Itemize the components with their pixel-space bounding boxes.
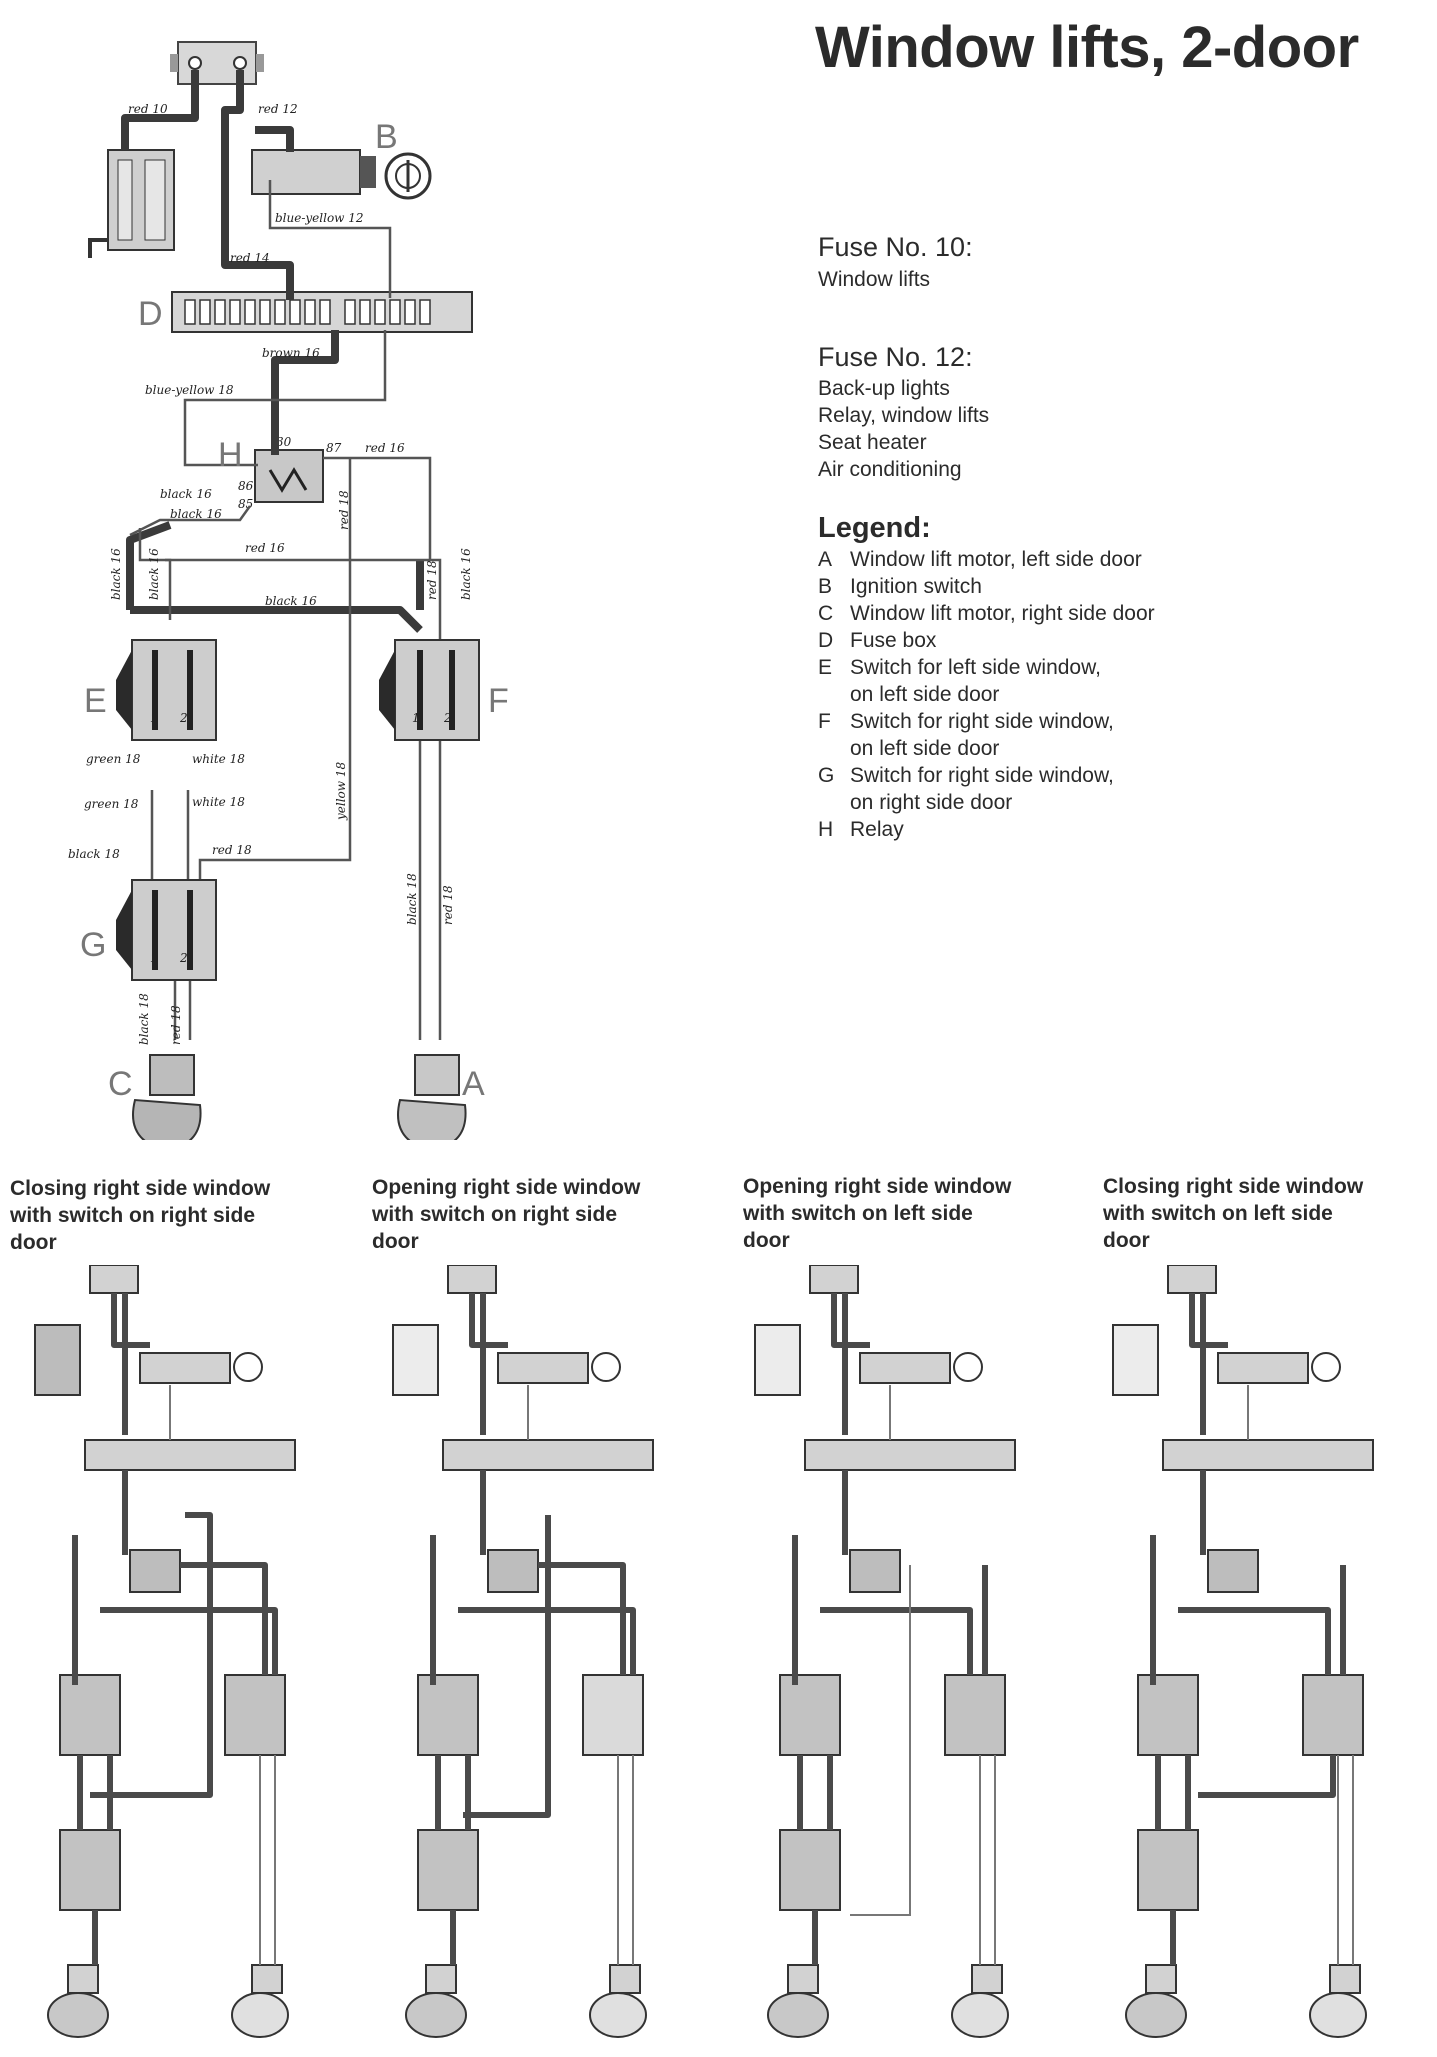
wire-label: blue-yellow 12 (275, 211, 364, 225)
switch-pin: 1 (150, 951, 158, 965)
wire-label: red 16 (365, 441, 405, 455)
wire-label: red 18 (441, 885, 455, 925)
label-e: E (84, 682, 107, 720)
wire-label: red 14 (230, 251, 270, 265)
fuse-12-item: Relay, window lifts (818, 404, 990, 427)
wire-label: black 18 (68, 847, 120, 861)
label-b: B (375, 118, 398, 156)
fuse-10-heading: Fuse No. 10: (818, 232, 973, 262)
fuse-12-item: Back-up lights (818, 377, 950, 400)
legend-entry-cont: on left side door (850, 683, 1000, 706)
switch-pin: 1 (412, 711, 420, 725)
motor-left-door (397, 1054, 467, 1140)
scenario-caption: Opening right side window with switch on… (372, 1176, 641, 1253)
wire-label: brown 16 (262, 346, 320, 360)
wire-label: black 16 (109, 548, 123, 600)
wire-label: black 16 (160, 487, 212, 501)
fuse-10-item: Window lifts (818, 268, 931, 291)
wire-label: black 18 (137, 993, 151, 1045)
terminal-block (170, 41, 264, 85)
relay: 30 87 86 85 (238, 435, 342, 511)
wire-label: black 16 (170, 507, 222, 521)
wire-label: white 18 (192, 752, 245, 766)
scenario-diagram (754, 1265, 1016, 2038)
label-c: C (108, 1065, 133, 1103)
switch-right-window-right-door: 1 2 (116, 879, 217, 981)
relay-terminal-30: 30 (276, 435, 292, 449)
switch-pin: 2 (443, 711, 452, 725)
scenario-caption: Closing right side window with switch on… (1103, 1175, 1364, 1252)
wire-label: green 18 (84, 797, 139, 811)
scenario-diagram (1112, 1265, 1374, 2038)
legend-entry-cont: on right side door (850, 791, 1013, 814)
wire-label: yellow 18 (334, 761, 348, 821)
label-g: G (80, 926, 106, 964)
fuse-box (171, 291, 473, 333)
wire-label: black 16 (459, 548, 473, 600)
fuse-12-item: Seat heater (818, 431, 927, 454)
scenario-diagram (392, 1265, 654, 2038)
wire-label: white 18 (192, 795, 245, 809)
fuse-12-heading: Fuse No. 12: (818, 342, 973, 372)
switch-left-window-left-door: 1 2 (116, 639, 217, 741)
legend-heading: Legend: (818, 512, 931, 544)
scenario-caption: Opening right side window with switch on… (743, 1175, 1012, 1252)
motor-right-door (132, 1054, 202, 1140)
wire-label: red 18 (425, 560, 439, 600)
ignition-switch (251, 149, 432, 200)
wire-label: black 16 (147, 548, 161, 600)
switch-right-window-left-door: 1 2 (379, 639, 480, 741)
wire-label: black 18 (405, 873, 419, 925)
battery (88, 149, 175, 258)
label-d: D (138, 295, 163, 333)
main-wiring-diagram: 30 87 86 85 1 2 (68, 41, 509, 1140)
legend-entry-cont: on left side door (850, 737, 1000, 760)
fuse-12-item: Air conditioning (818, 458, 962, 481)
switch-pin: 2 (179, 711, 188, 725)
label-h: H (218, 436, 243, 474)
scenario-diagram (34, 1265, 296, 2038)
scenario-caption: Closing right side window with switch on… (10, 1177, 271, 1254)
relay-terminal-87: 87 (326, 441, 342, 455)
label-a: A (462, 1065, 485, 1103)
wire-label: black 16 (265, 594, 317, 608)
wire-label: blue-yellow 18 (145, 383, 234, 397)
switch-pin: 1 (150, 711, 158, 725)
wire-label: green 18 (86, 752, 141, 766)
page-title: Window lifts, 2-door (815, 15, 1359, 80)
wire-label: red 18 (212, 843, 252, 857)
wire-label: red 12 (258, 102, 298, 116)
wire-label: red 16 (245, 541, 285, 555)
wire-label: red 10 (128, 102, 168, 116)
switch-pin: 2 (179, 951, 188, 965)
relay-terminal-85: 85 (238, 497, 253, 511)
relay-terminal-86: 86 (238, 479, 254, 493)
wire-label: red 18 (169, 1005, 183, 1045)
wire-label: red 18 (337, 490, 351, 530)
label-f: F (488, 682, 509, 720)
